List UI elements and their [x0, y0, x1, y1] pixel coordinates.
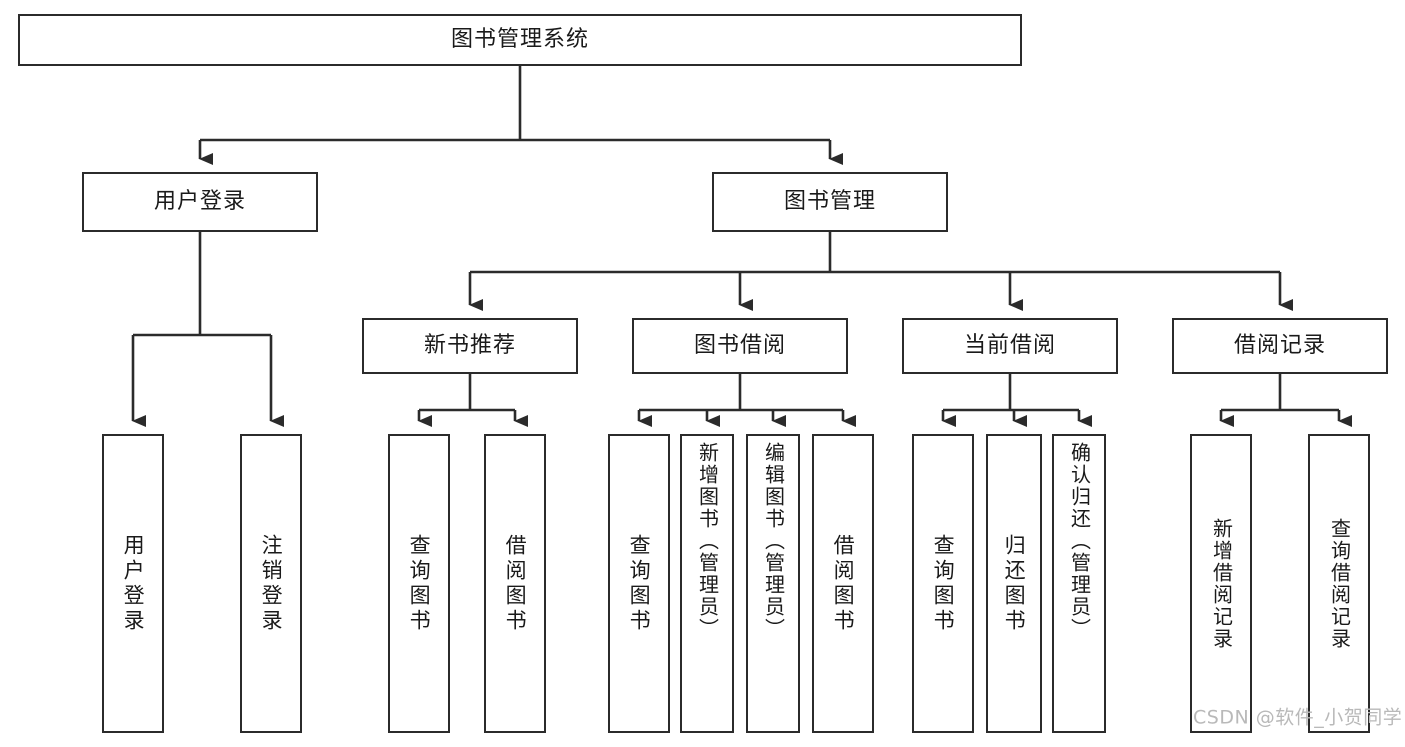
node-current-borrow[interactable]: 当前借阅	[902, 318, 1118, 374]
node-label: 查询借阅记录	[1327, 517, 1352, 650]
node-label: 用户登录	[153, 188, 246, 214]
node-label: 图书管理	[783, 188, 876, 214]
node-leaf-add-book[interactable]: 新增图书（管理员）	[680, 434, 734, 733]
node-label: 当前借阅	[963, 332, 1056, 358]
node-book-borrow[interactable]: 图书借阅	[632, 318, 848, 374]
node-label: 用户登录	[121, 533, 146, 634]
node-leaf-logout[interactable]: 注销登录	[240, 434, 302, 733]
node-leaf-add-record[interactable]: 新增借阅记录	[1190, 434, 1252, 733]
node-label: 查询图书	[407, 533, 432, 634]
node-label: 归还图书	[1002, 533, 1027, 634]
node-leaf-borrow-book-2[interactable]: 借阅图书	[812, 434, 874, 733]
node-leaf-query-book-1[interactable]: 查询图书	[388, 434, 450, 733]
node-label: 借阅记录	[1233, 332, 1326, 358]
node-leaf-query-record[interactable]: 查询借阅记录	[1308, 434, 1370, 733]
node-leaf-edit-book[interactable]: 编辑图书（管理员）	[746, 434, 800, 733]
node-leaf-query-book-3[interactable]: 查询图书	[912, 434, 974, 733]
node-label: 借阅图书	[831, 533, 856, 634]
node-new-book-recommend[interactable]: 新书推荐	[362, 318, 578, 374]
csdn-watermark: CSDN @软件_小贺同学	[1193, 706, 1403, 729]
node-label: 编辑图书（管理员）	[761, 442, 786, 640]
node-leaf-query-book-2[interactable]: 查询图书	[608, 434, 670, 733]
node-label: 图书管理系统	[450, 26, 589, 52]
node-borrow-record[interactable]: 借阅记录	[1172, 318, 1388, 374]
node-label: 新增图书（管理员）	[695, 442, 720, 640]
node-leaf-user-login[interactable]: 用户登录	[102, 434, 164, 733]
node-leaf-return-book[interactable]: 归还图书	[986, 434, 1042, 733]
node-book-manage[interactable]: 图书管理	[712, 172, 948, 232]
node-label: 借阅图书	[503, 533, 528, 634]
node-label: 确认归还（管理员）	[1067, 442, 1092, 640]
node-label: 注销登录	[259, 533, 284, 634]
node-label: 查询图书	[627, 533, 652, 634]
node-user-login[interactable]: 用户登录	[82, 172, 318, 232]
node-label: 新增借阅记录	[1209, 517, 1234, 650]
node-leaf-confirm-return[interactable]: 确认归还（管理员）	[1052, 434, 1106, 733]
node-label: 图书借阅	[693, 332, 786, 358]
node-label: 新书推荐	[423, 332, 516, 358]
node-label: 查询图书	[931, 533, 956, 634]
node-leaf-borrow-book-1[interactable]: 借阅图书	[484, 434, 546, 733]
node-root-[interactable]: 图书管理系统	[18, 14, 1022, 66]
